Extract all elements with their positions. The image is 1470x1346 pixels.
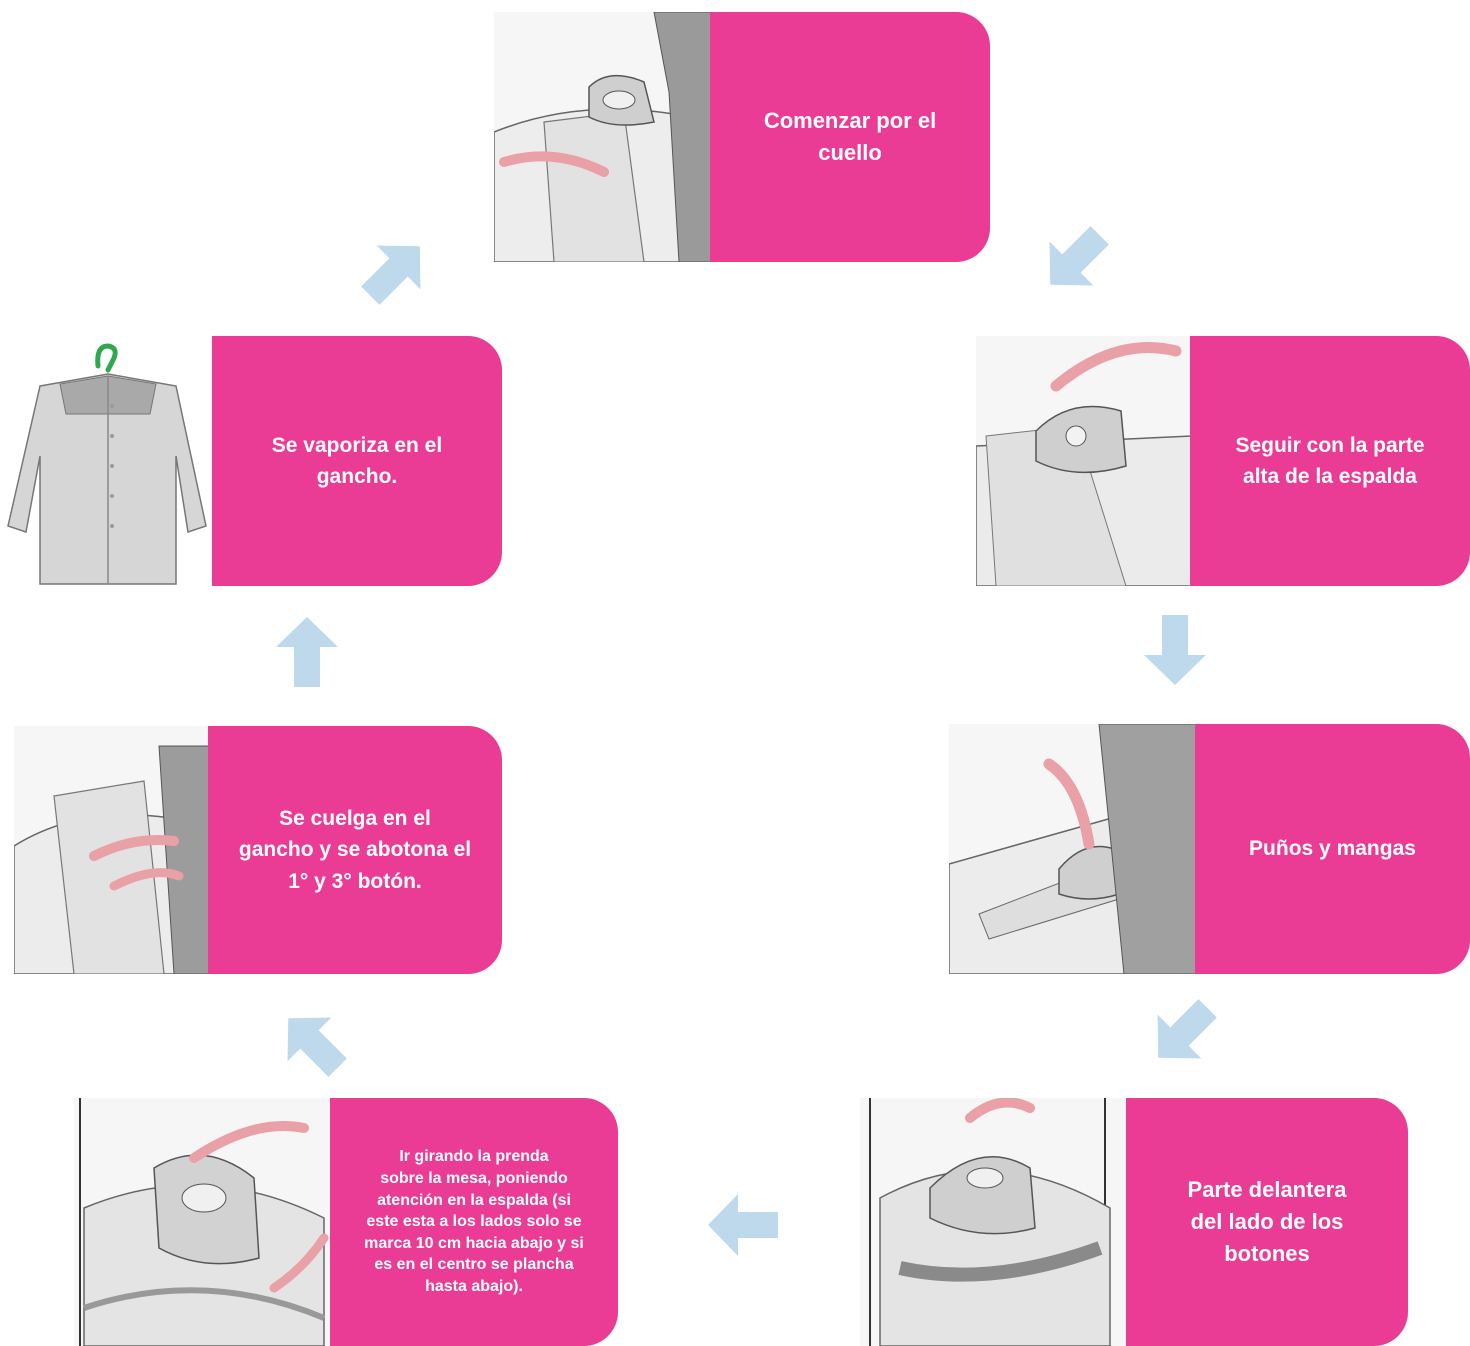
step-3-card: Puños y mangas xyxy=(1195,724,1470,974)
step-4-line: botones xyxy=(1224,1240,1310,1266)
step-1: Comenzar por el cuello xyxy=(494,12,990,262)
step-3-line: Puños y mangas xyxy=(1249,837,1416,861)
arrow-step1-to-step2 xyxy=(1026,211,1125,310)
arrow-step3-to-step4 xyxy=(1134,984,1233,1083)
step-6-line: 1° y 3° botón. xyxy=(288,869,422,893)
upper-back-ironing-illustration xyxy=(976,336,1192,586)
step-4-line: del lado de los xyxy=(1190,1209,1344,1235)
arrow-step2-to-step3 xyxy=(1140,615,1210,685)
step-7-line: Se vaporiza en el xyxy=(271,433,443,457)
step-1-line: Comenzar por el xyxy=(763,108,937,134)
step-5-line: marca 10 cm hacia abajo y si xyxy=(364,1234,584,1252)
arrow-step4-to-step5 xyxy=(708,1190,778,1260)
step-7: Se vaporiza en el gancho. xyxy=(0,336,502,586)
step-5-line: atención en la espalda (si xyxy=(377,1191,571,1209)
step-6: Se cuelga en el gancho y se abotona el 1… xyxy=(14,726,502,974)
step-4: Parte delantera del lado de los botones xyxy=(860,1098,1408,1346)
step-2: Seguir con la parte alta de la espalda xyxy=(976,336,1470,586)
step-7-card: Se vaporiza en el gancho. xyxy=(212,336,502,586)
step-2-card: Seguir con la parte alta de la espalda xyxy=(1190,336,1470,586)
arrow-step7-to-step1 xyxy=(346,222,445,321)
step-5: Ir girando la prenda sobre la mesa, poni… xyxy=(74,1098,618,1346)
step-5-line: hasta abajo). xyxy=(425,1277,523,1295)
step-3: Puños y mangas xyxy=(949,724,1470,974)
hanging-shirt-illustration xyxy=(14,726,210,974)
collar-ironing-illustration xyxy=(494,12,712,262)
arrow-step6-to-step7 xyxy=(272,617,342,687)
front-ironing-illustration xyxy=(860,1098,1128,1346)
step-5-line: es en el centro se plancha xyxy=(374,1256,574,1274)
sleeve-ironing-illustration xyxy=(949,724,1197,974)
step-4-line: Parte delantera xyxy=(1187,1177,1347,1203)
shirt-on-hanger-illustration xyxy=(0,336,214,586)
rotate-ironing-illustration xyxy=(74,1098,332,1346)
step-7-line: gancho. xyxy=(316,465,398,488)
step-5-card: Ir girando la prenda sobre la mesa, poni… xyxy=(330,1098,618,1346)
step-6-line: Se cuelga en el xyxy=(279,806,431,830)
step-1-card: Comenzar por el cuello xyxy=(710,12,990,262)
step-1-line: cuello xyxy=(818,140,882,165)
step-5-line: este esta a los lados solo se xyxy=(366,1213,582,1231)
step-2-line: Seguir con la parte xyxy=(1235,433,1425,457)
arrow-step5-to-step6 xyxy=(264,994,363,1093)
step-6-line: gancho y se abotona el xyxy=(238,838,472,862)
step-6-card: Se cuelga en el gancho y se abotona el 1… xyxy=(208,726,502,974)
step-5-line: sobre la mesa, poniendo xyxy=(380,1170,568,1188)
step-2-line: alta de la espalda xyxy=(1243,465,1417,488)
step-5-line: Ir girando la prenda xyxy=(399,1148,549,1166)
step-4-card: Parte delantera del lado de los botones xyxy=(1126,1098,1408,1346)
